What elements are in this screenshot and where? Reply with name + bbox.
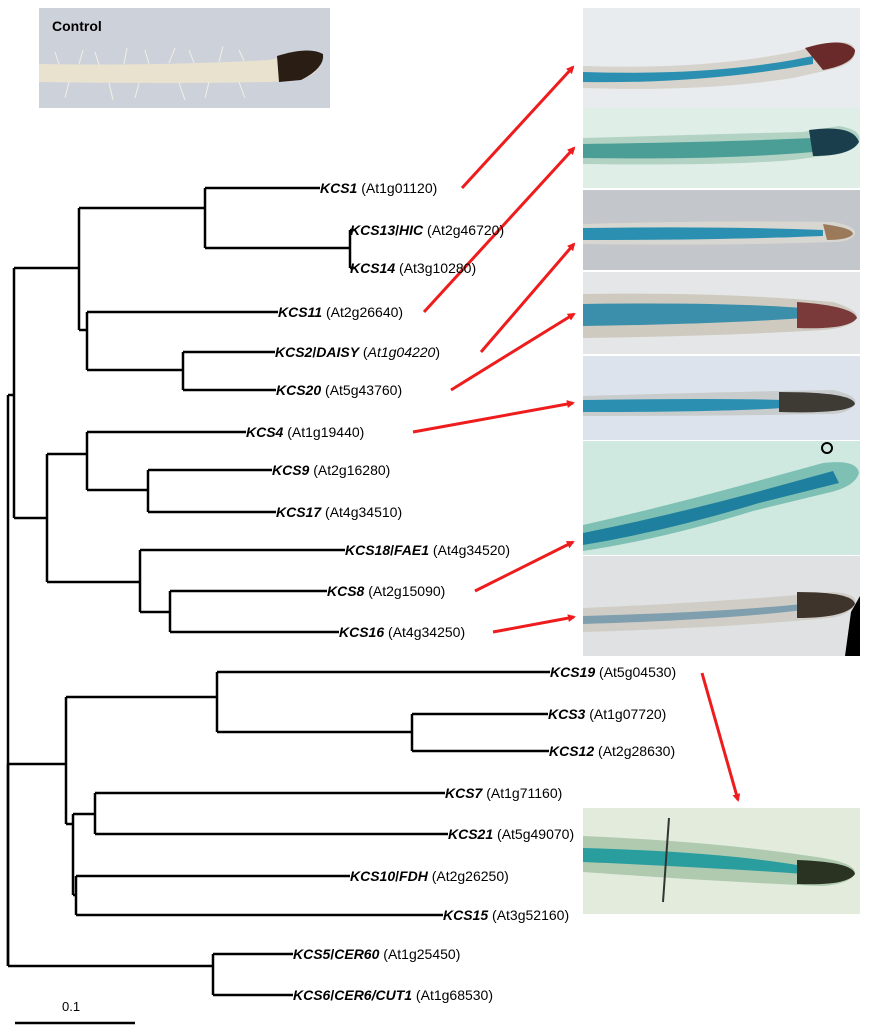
leaf-label-kcs6: KCS6/CER6/CUT1 (At1g68530) bbox=[293, 987, 494, 1003]
locus-id: At1g07720 bbox=[593, 706, 662, 722]
root-image-kcs1 bbox=[583, 8, 860, 108]
leaf-label-kcs18: KCS18/FAE1 (At4g34520) bbox=[345, 542, 511, 558]
locus-id: At5g04530 bbox=[603, 664, 672, 680]
leaf-label-kcs21: KCS21 (At5g49070) bbox=[448, 826, 575, 842]
gene-name: KCS3 bbox=[548, 706, 586, 722]
leaf-label-kcs1: KCS1 (At1g01120) bbox=[320, 180, 438, 196]
leaf-label-kcs11: KCS11 (At2g26640) bbox=[278, 304, 404, 320]
root-image-kcs14 bbox=[583, 190, 860, 270]
leaf-label-kcs2: KCS2/DAISY (At1g04220) bbox=[275, 344, 441, 360]
leaf-label-kcs5: KCS5/CER60 (At1g25450) bbox=[293, 946, 461, 962]
root-image-kcs9 bbox=[583, 441, 860, 555]
gene-name: KCS11 bbox=[278, 304, 323, 320]
gene-alias: CER6/CUT1 bbox=[334, 987, 413, 1003]
control-root-image bbox=[39, 8, 330, 108]
locus-id: At3g52160 bbox=[496, 907, 565, 923]
root-image-kcs19 bbox=[583, 808, 860, 914]
locus-id: At2g28630 bbox=[602, 743, 671, 759]
leaf-label-kcs12: KCS12 (At2g28630) bbox=[549, 743, 676, 759]
locus-id: At4g34520 bbox=[437, 542, 506, 558]
expression-arrow bbox=[460, 65, 575, 190]
gene-name: KCS15 bbox=[443, 907, 489, 923]
locus-id: At4g34510 bbox=[329, 504, 398, 520]
gene-name: KCS13 bbox=[350, 222, 396, 238]
locus-id: At2g26250 bbox=[436, 868, 505, 884]
locus-id: At1g25450 bbox=[387, 946, 456, 962]
gene-name: KCS17 bbox=[276, 504, 322, 520]
root-image-kcs8 bbox=[583, 556, 860, 656]
gene-name: KCS10 bbox=[350, 868, 396, 884]
gene-alias: FDH bbox=[399, 868, 428, 884]
leaf-label-kcs19: KCS19 (At5g04530) bbox=[550, 664, 677, 680]
gene-name: KCS7 bbox=[445, 785, 483, 801]
leaf-label-kcs10: KCS10/FDH (At2g26250) bbox=[350, 868, 509, 884]
leaf-label-kcs16: KCS16 (At4g34250) bbox=[339, 624, 466, 640]
gene-alias: FAE1 bbox=[394, 542, 430, 558]
locus-id: At4g34250 bbox=[392, 624, 461, 640]
locus-id: At2g26640 bbox=[330, 304, 399, 320]
gene-name: KCS18 bbox=[345, 542, 391, 558]
leaf-label-kcs7: KCS7 (At1g71160) bbox=[445, 785, 563, 801]
leaf-label-kcs14: KCS14 (At3g10280) bbox=[350, 260, 477, 276]
locus-id: At2g15090 bbox=[372, 583, 441, 599]
gene-name: KCS2 bbox=[275, 344, 313, 360]
gene-name: KCS5 bbox=[293, 946, 331, 962]
gene-name: KCS6 bbox=[293, 987, 331, 1003]
expression-arrow bbox=[474, 540, 575, 593]
leaf-label-kcs17: KCS17 (At4g34510) bbox=[276, 504, 403, 520]
locus-id: At5g49070 bbox=[501, 826, 570, 842]
locus-id: At1g04220 bbox=[367, 344, 436, 360]
control-title: Control bbox=[52, 18, 102, 34]
locus-id: At2g46720 bbox=[431, 222, 500, 238]
gene-name: KCS8 bbox=[327, 583, 365, 599]
scale-bar-label: 0.1 bbox=[62, 999, 81, 1014]
gene-name: KCS12 bbox=[549, 743, 595, 759]
leaf-label-kcs20: KCS20 (At5g43760) bbox=[276, 382, 403, 398]
gene-name: KCS9 bbox=[272, 462, 310, 478]
gene-name: KCS14 bbox=[350, 260, 396, 276]
leaf-label-kcs4: KCS4 (At1g19440) bbox=[246, 424, 365, 440]
root-image-kcs4 bbox=[583, 356, 860, 440]
locus-id: At1g71160 bbox=[490, 785, 558, 801]
tree-branches bbox=[6, 186, 550, 997]
root-image-kcs13-hic bbox=[583, 108, 860, 188]
locus-id: At1g68530 bbox=[420, 987, 489, 1003]
gene-name: KCS19 bbox=[550, 664, 596, 680]
expression-arrows bbox=[412, 65, 741, 802]
locus-id: At3g10280 bbox=[403, 260, 472, 276]
gene-alias: DAISY bbox=[316, 344, 360, 360]
locus-id: At2g16280 bbox=[317, 462, 386, 478]
expression-arrow bbox=[450, 312, 576, 392]
gene-name: KCS4 bbox=[246, 424, 284, 440]
expression-arrow bbox=[479, 242, 576, 353]
leaf-label-kcs15: KCS15 (At3g52160) bbox=[443, 907, 570, 923]
locus-id: At5g43760 bbox=[329, 382, 398, 398]
leaf-label-kcs8: KCS8 (At2g15090) bbox=[327, 583, 446, 599]
leaf-label-kcs9: KCS9 (At2g16280) bbox=[272, 462, 391, 478]
locus-id: At1g19440 bbox=[291, 424, 360, 440]
expression-arrow bbox=[492, 614, 576, 634]
gene-name: KCS21 bbox=[448, 826, 494, 842]
leaf-label-kcs13: KCS13/HIC (At2g46720) bbox=[350, 222, 505, 238]
locus-id: At1g01120 bbox=[365, 180, 433, 196]
expression-arrow bbox=[412, 400, 575, 434]
gene-alias: HIC bbox=[399, 222, 424, 238]
expression-arrow bbox=[422, 146, 576, 314]
expression-arrow bbox=[700, 672, 741, 802]
gene-name: KCS16 bbox=[339, 624, 385, 640]
gene-name: KCS1 bbox=[320, 180, 358, 196]
leaf-label-kcs3: KCS3 (At1g07720) bbox=[548, 706, 667, 722]
gene-alias: CER60 bbox=[334, 946, 380, 962]
gene-name: KCS20 bbox=[276, 382, 322, 398]
root-image-kcs11 bbox=[583, 272, 860, 354]
